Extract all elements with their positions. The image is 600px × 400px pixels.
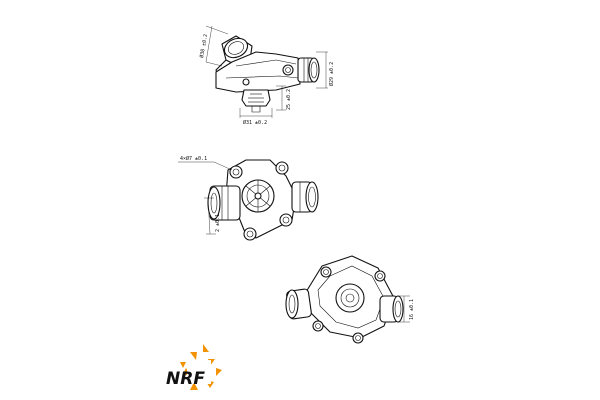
front-dimension-lines xyxy=(178,161,233,235)
front-thermostat-cage xyxy=(241,179,275,213)
bottom-inlet-pipe xyxy=(285,288,312,320)
dim-outlet-offset: 16 ±0.1 xyxy=(409,299,415,320)
bottom-valve xyxy=(335,283,365,313)
thermostat-bottom-view: 16 ±0.1 xyxy=(285,255,415,344)
nrf-logo: NRF xyxy=(166,344,222,390)
dim-element-diameter: Ø31 ±0.2 xyxy=(243,119,267,126)
nrf-pinwheel-logo xyxy=(180,344,222,390)
bottom-outlet-pipe xyxy=(379,295,404,323)
dim-flange-offset: 2 ±0.1 xyxy=(215,214,221,232)
thermostat-side-view: Ø38 ±0.2 Ø29 ±0.2 25 ±0.2 Ø31 ±0.2 xyxy=(198,25,335,126)
dim-inlet-diameter: Ø38 ±0.2 xyxy=(198,33,209,58)
dim-bolt-holes: 4×Ø7 ±0.1 xyxy=(180,155,207,162)
thermostat-front-view: 4×Ø7 ±0.1 2 ±0.1 xyxy=(178,155,319,241)
front-outlet-pipe xyxy=(291,181,319,213)
outlet-pipe xyxy=(297,57,320,83)
bottom-dimension-lines xyxy=(398,295,410,323)
dim-outlet-diameter: Ø29 ±0.2 xyxy=(328,62,335,86)
thermostat-element xyxy=(241,89,271,113)
front-inlet-flange xyxy=(207,185,241,221)
dimension-lines xyxy=(205,25,328,118)
dim-height: 25 ±0.2 xyxy=(286,89,292,110)
nrf-wordmark: NRF xyxy=(166,369,205,389)
